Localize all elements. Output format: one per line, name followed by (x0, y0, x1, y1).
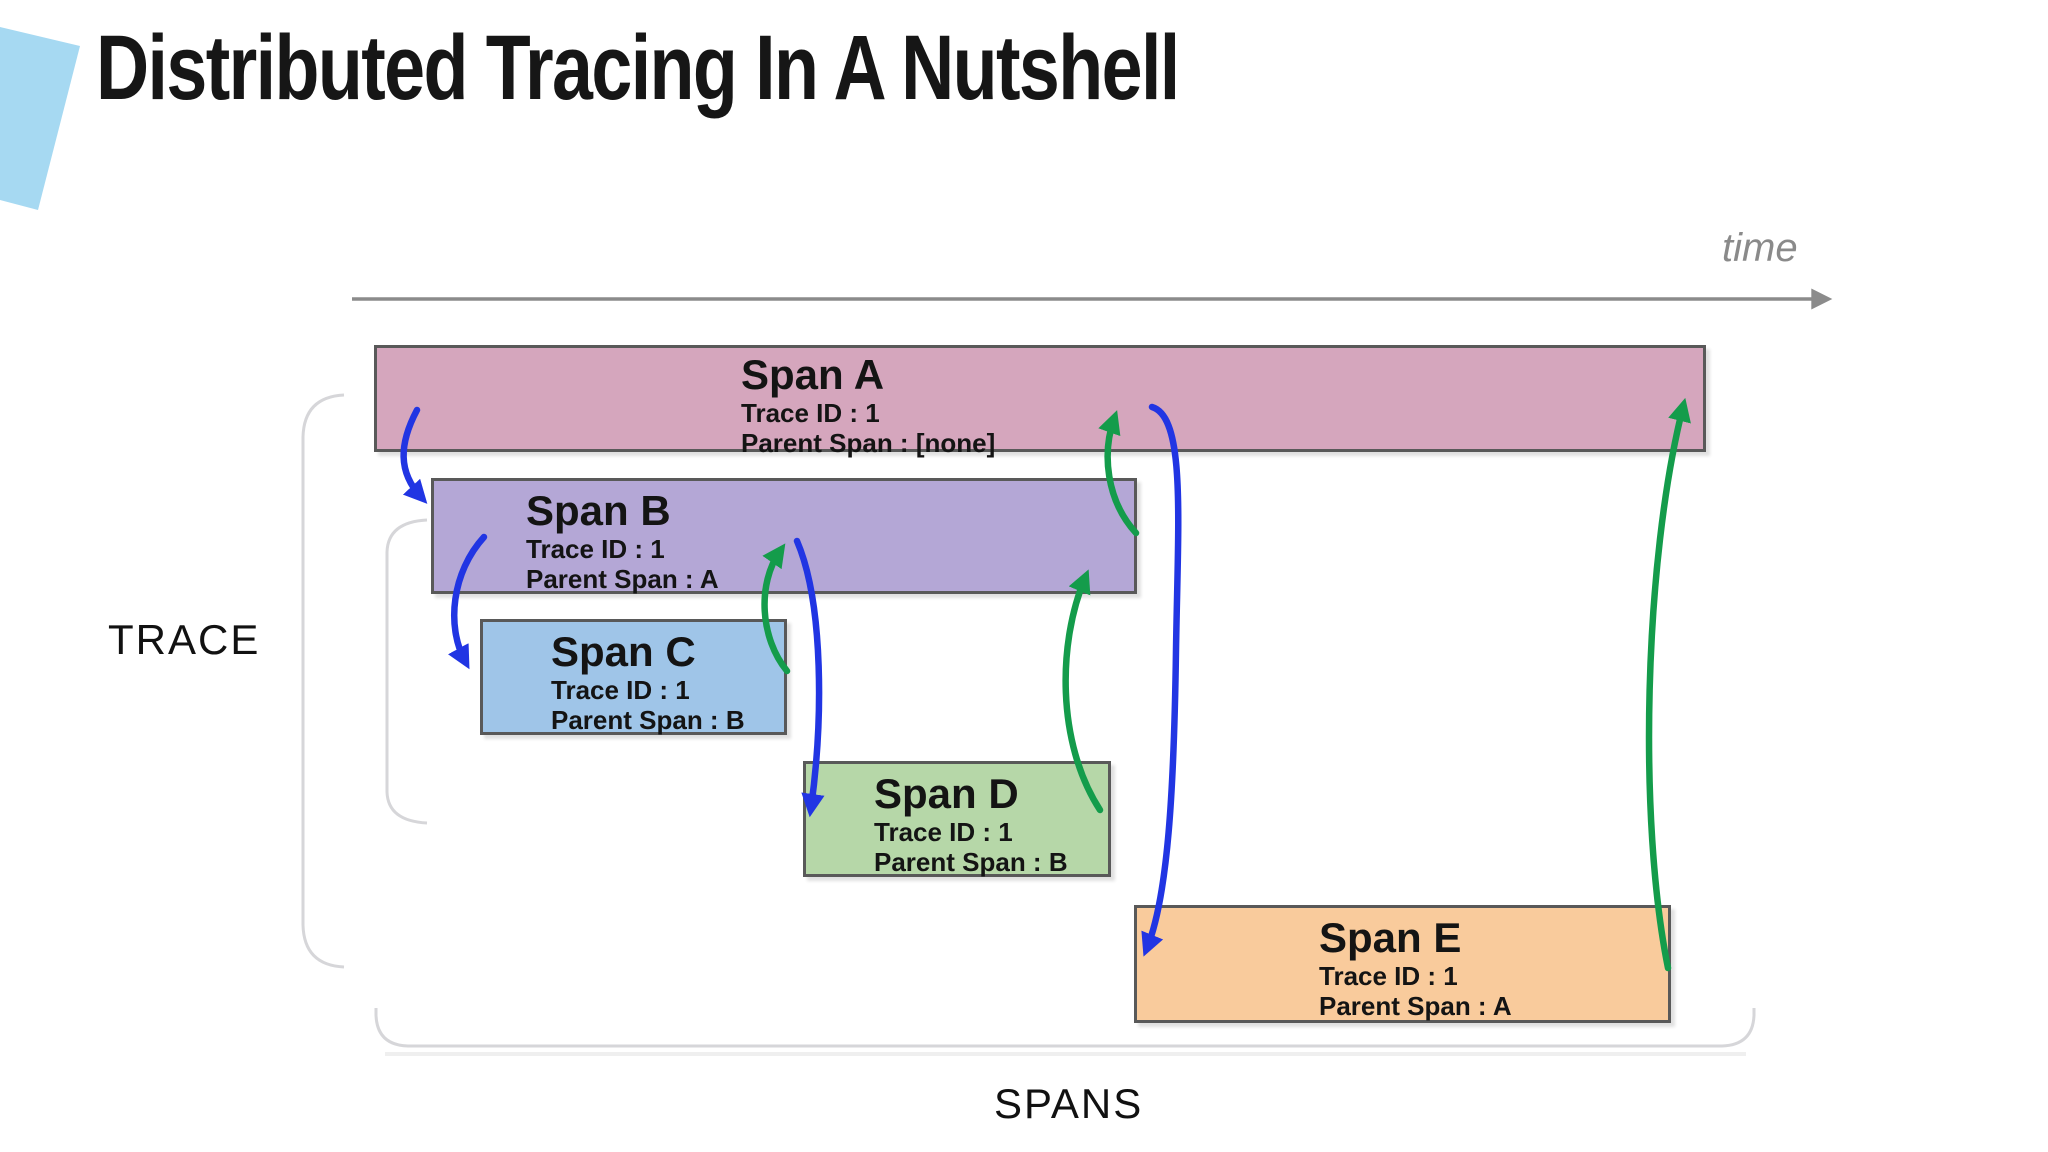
span-a-trace-id: Trace ID : 1 (741, 398, 880, 428)
inner-bracket (385, 518, 428, 825)
span-d-trace-id: Trace ID : 1 (874, 817, 1013, 847)
span-d-box: Span D Trace ID : 1 Parent Span : B (803, 761, 1111, 877)
corner-accent-shape (0, 27, 80, 210)
span-c-title: Span C (551, 628, 696, 675)
span-b-title: Span B (526, 487, 671, 534)
span-c-box: Span C Trace ID : 1 Parent Span : B (480, 619, 787, 735)
span-a-parent: Parent Span : [none] (741, 428, 996, 458)
spans-label: SPANS (994, 1080, 1144, 1127)
arrow-a-to-e (1141, 403, 1182, 957)
span-b-trace-id: Trace ID : 1 (526, 534, 665, 564)
arrow-e-to-a (1645, 397, 1691, 972)
span-b-box: Span B Trace ID : 1 Parent Span : A (431, 478, 1137, 594)
page-title: Distributed Tracing In A Nutshell (96, 17, 1180, 119)
span-d-title: Span D (874, 770, 1019, 817)
span-e-box: Span E Trace ID : 1 Parent Span : A (1134, 905, 1671, 1023)
span-a-title: Span A (741, 351, 885, 398)
span-e-trace-id: Trace ID : 1 (1319, 961, 1458, 991)
span-b-parent: Parent Span : A (526, 564, 719, 594)
time-axis-label: time (1722, 226, 1798, 270)
span-e-title: Span E (1319, 914, 1462, 961)
trace-bracket (301, 393, 345, 969)
span-d-parent: Parent Span : B (874, 847, 1068, 877)
span-c-trace-id: Trace ID : 1 (551, 675, 690, 705)
span-a-box: Span A Trace ID : 1 Parent Span : [none] (374, 345, 1706, 458)
span-e-parent: Parent Span : A (1319, 991, 1512, 1021)
trace-label: TRACE (108, 616, 261, 663)
span-c-parent: Parent Span : B (551, 705, 745, 735)
